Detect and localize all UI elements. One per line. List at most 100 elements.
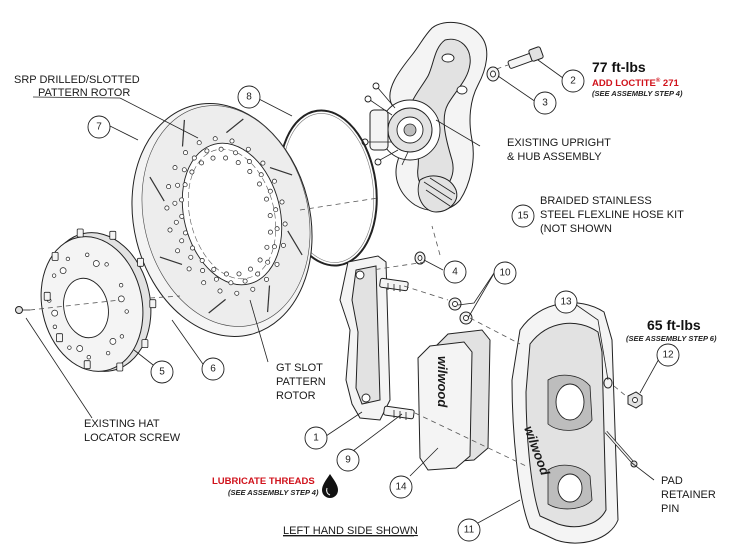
callout-number: 6 — [210, 364, 216, 375]
callout-number: 13 — [560, 297, 572, 308]
rotor-drill-hole — [182, 182, 188, 188]
rotor-slot — [181, 119, 185, 147]
upright-label-line2: & HUB ASSEMBLY — [507, 151, 602, 163]
rotor-drill-hole — [271, 178, 277, 184]
rotor-drill-hole — [196, 140, 202, 146]
hat-small-hole — [67, 345, 72, 350]
rotor-drill-hole — [166, 184, 172, 190]
pad-pin-label-line3: PIN — [661, 503, 679, 515]
hat-drive-tab — [149, 299, 157, 309]
callout-number: 15 — [517, 211, 529, 222]
callout-15: 15 — [511, 204, 535, 228]
callout-number: 12 — [662, 350, 674, 361]
rotor-drill-hole — [189, 169, 195, 175]
torque-upper-value: 77 ft-lbs — [592, 59, 646, 75]
rotor-drill-hole — [164, 205, 170, 211]
callout-2: 2 — [561, 69, 585, 93]
hat-bolt-hole — [51, 309, 59, 317]
callout-8: 8 — [237, 85, 261, 109]
assembly-guide-lines — [29, 197, 627, 467]
bracket-lower-bolt — [383, 405, 415, 420]
rotor-drill-hole — [179, 213, 185, 219]
hat-small-hole — [51, 273, 57, 278]
bleed-screw — [627, 391, 643, 409]
flexline-label-line1: BRAIDED STAINLESS — [540, 195, 652, 207]
rotor-drill-hole — [236, 271, 242, 277]
hat-drive-tab — [43, 291, 51, 301]
torque-right-step: (SEE ASSEMBLY STEP 6) — [626, 334, 717, 343]
callout-6: 6 — [201, 357, 225, 381]
torque-right-value: 65 ft-lbs — [647, 317, 701, 333]
srp-rotor-label-line1: SRP DRILLED/SLOTTED — [14, 74, 140, 86]
upright-label-line1: EXISTING UPRIGHT — [507, 137, 611, 149]
hat-small-hole — [65, 256, 71, 262]
pad-pin-label-line1: PAD — [661, 475, 683, 487]
rotor-drill-hole — [271, 244, 277, 250]
rotor-drill-hole — [183, 230, 188, 236]
hat-bolt-hole — [59, 267, 67, 274]
callout-10: 10 — [493, 261, 517, 285]
rotor-drill-hole — [274, 261, 280, 267]
rotor-drill-hole — [212, 136, 218, 142]
rotor-slot — [149, 176, 165, 202]
rotor-drill-hole — [199, 258, 205, 263]
callout-4: 4 — [443, 260, 467, 284]
rotor-drill-hole — [265, 259, 271, 265]
rotor-slot — [267, 285, 271, 313]
rotor-drill-hole — [223, 271, 229, 277]
hat-bolt-hole — [76, 345, 84, 352]
rotor-drill-hole — [279, 199, 285, 205]
rotor-drill-hole — [233, 150, 239, 156]
brake-pad: wilwood — [417, 329, 491, 471]
rotor-drill-hole — [217, 288, 223, 294]
pad-wilwood-logo: wilwood — [435, 356, 450, 408]
callout-13: 13 — [554, 290, 578, 314]
callout-1: 1 — [304, 426, 328, 450]
callout-11: 11 — [457, 518, 481, 542]
rotor-drill-hole — [179, 197, 185, 203]
rotor-drill-hole — [242, 278, 248, 284]
hat-small-hole — [85, 252, 90, 257]
rotor-drill-hole — [250, 286, 256, 292]
torque-upper-loctite: ADD LOCTITE® 271 — [592, 77, 679, 89]
rotor-slot — [159, 256, 183, 265]
callout-number: 5 — [159, 367, 165, 378]
upright-bolt — [487, 46, 544, 73]
hat-small-hole — [86, 355, 91, 360]
rotor-drill-hole — [257, 181, 262, 187]
hat-drive-tab — [56, 333, 63, 343]
rotor-drill-hole — [204, 148, 210, 154]
callout-3: 3 — [533, 91, 557, 115]
callout-7: 7 — [87, 115, 111, 139]
rotor-drill-hole — [199, 160, 204, 166]
callout-number: 2 — [570, 76, 576, 87]
rotor-drill-hole — [264, 196, 269, 202]
rotor-drill-hole — [282, 221, 288, 227]
hat-bolt-hole — [92, 260, 100, 267]
rotor-drill-hole — [213, 276, 219, 282]
hat-small-hole — [52, 324, 58, 329]
rotor-drill-hole — [264, 244, 270, 250]
rotor-drill-hole — [267, 229, 273, 235]
caliper: wilwood — [511, 302, 619, 544]
bracket-upper-bolt — [379, 277, 409, 292]
rotor-drill-hole — [191, 155, 197, 161]
callout-number: 1 — [313, 433, 319, 444]
rotor-slot — [226, 118, 244, 134]
rotor-slot — [208, 298, 226, 314]
callout-5: 5 — [150, 360, 174, 384]
hat-drive-tab — [109, 230, 117, 240]
rotor-drill-hole — [201, 280, 207, 286]
rotor-drill-hole — [246, 159, 252, 164]
hat-small-hole — [104, 262, 109, 267]
rotor-slot — [269, 167, 293, 176]
rotor-drill-hole — [274, 226, 280, 232]
hat-drive-tab — [76, 228, 84, 238]
rotor-drill-hole — [223, 155, 229, 161]
rotor-drill-hole — [247, 169, 253, 174]
srp-rotor-label-line2: PATTERN ROTOR — [38, 87, 130, 99]
pad-pin-label-line2: RETAINER — [661, 489, 716, 501]
rotor-drill-hole — [264, 276, 269, 282]
rotor-drill-hole — [218, 146, 224, 152]
